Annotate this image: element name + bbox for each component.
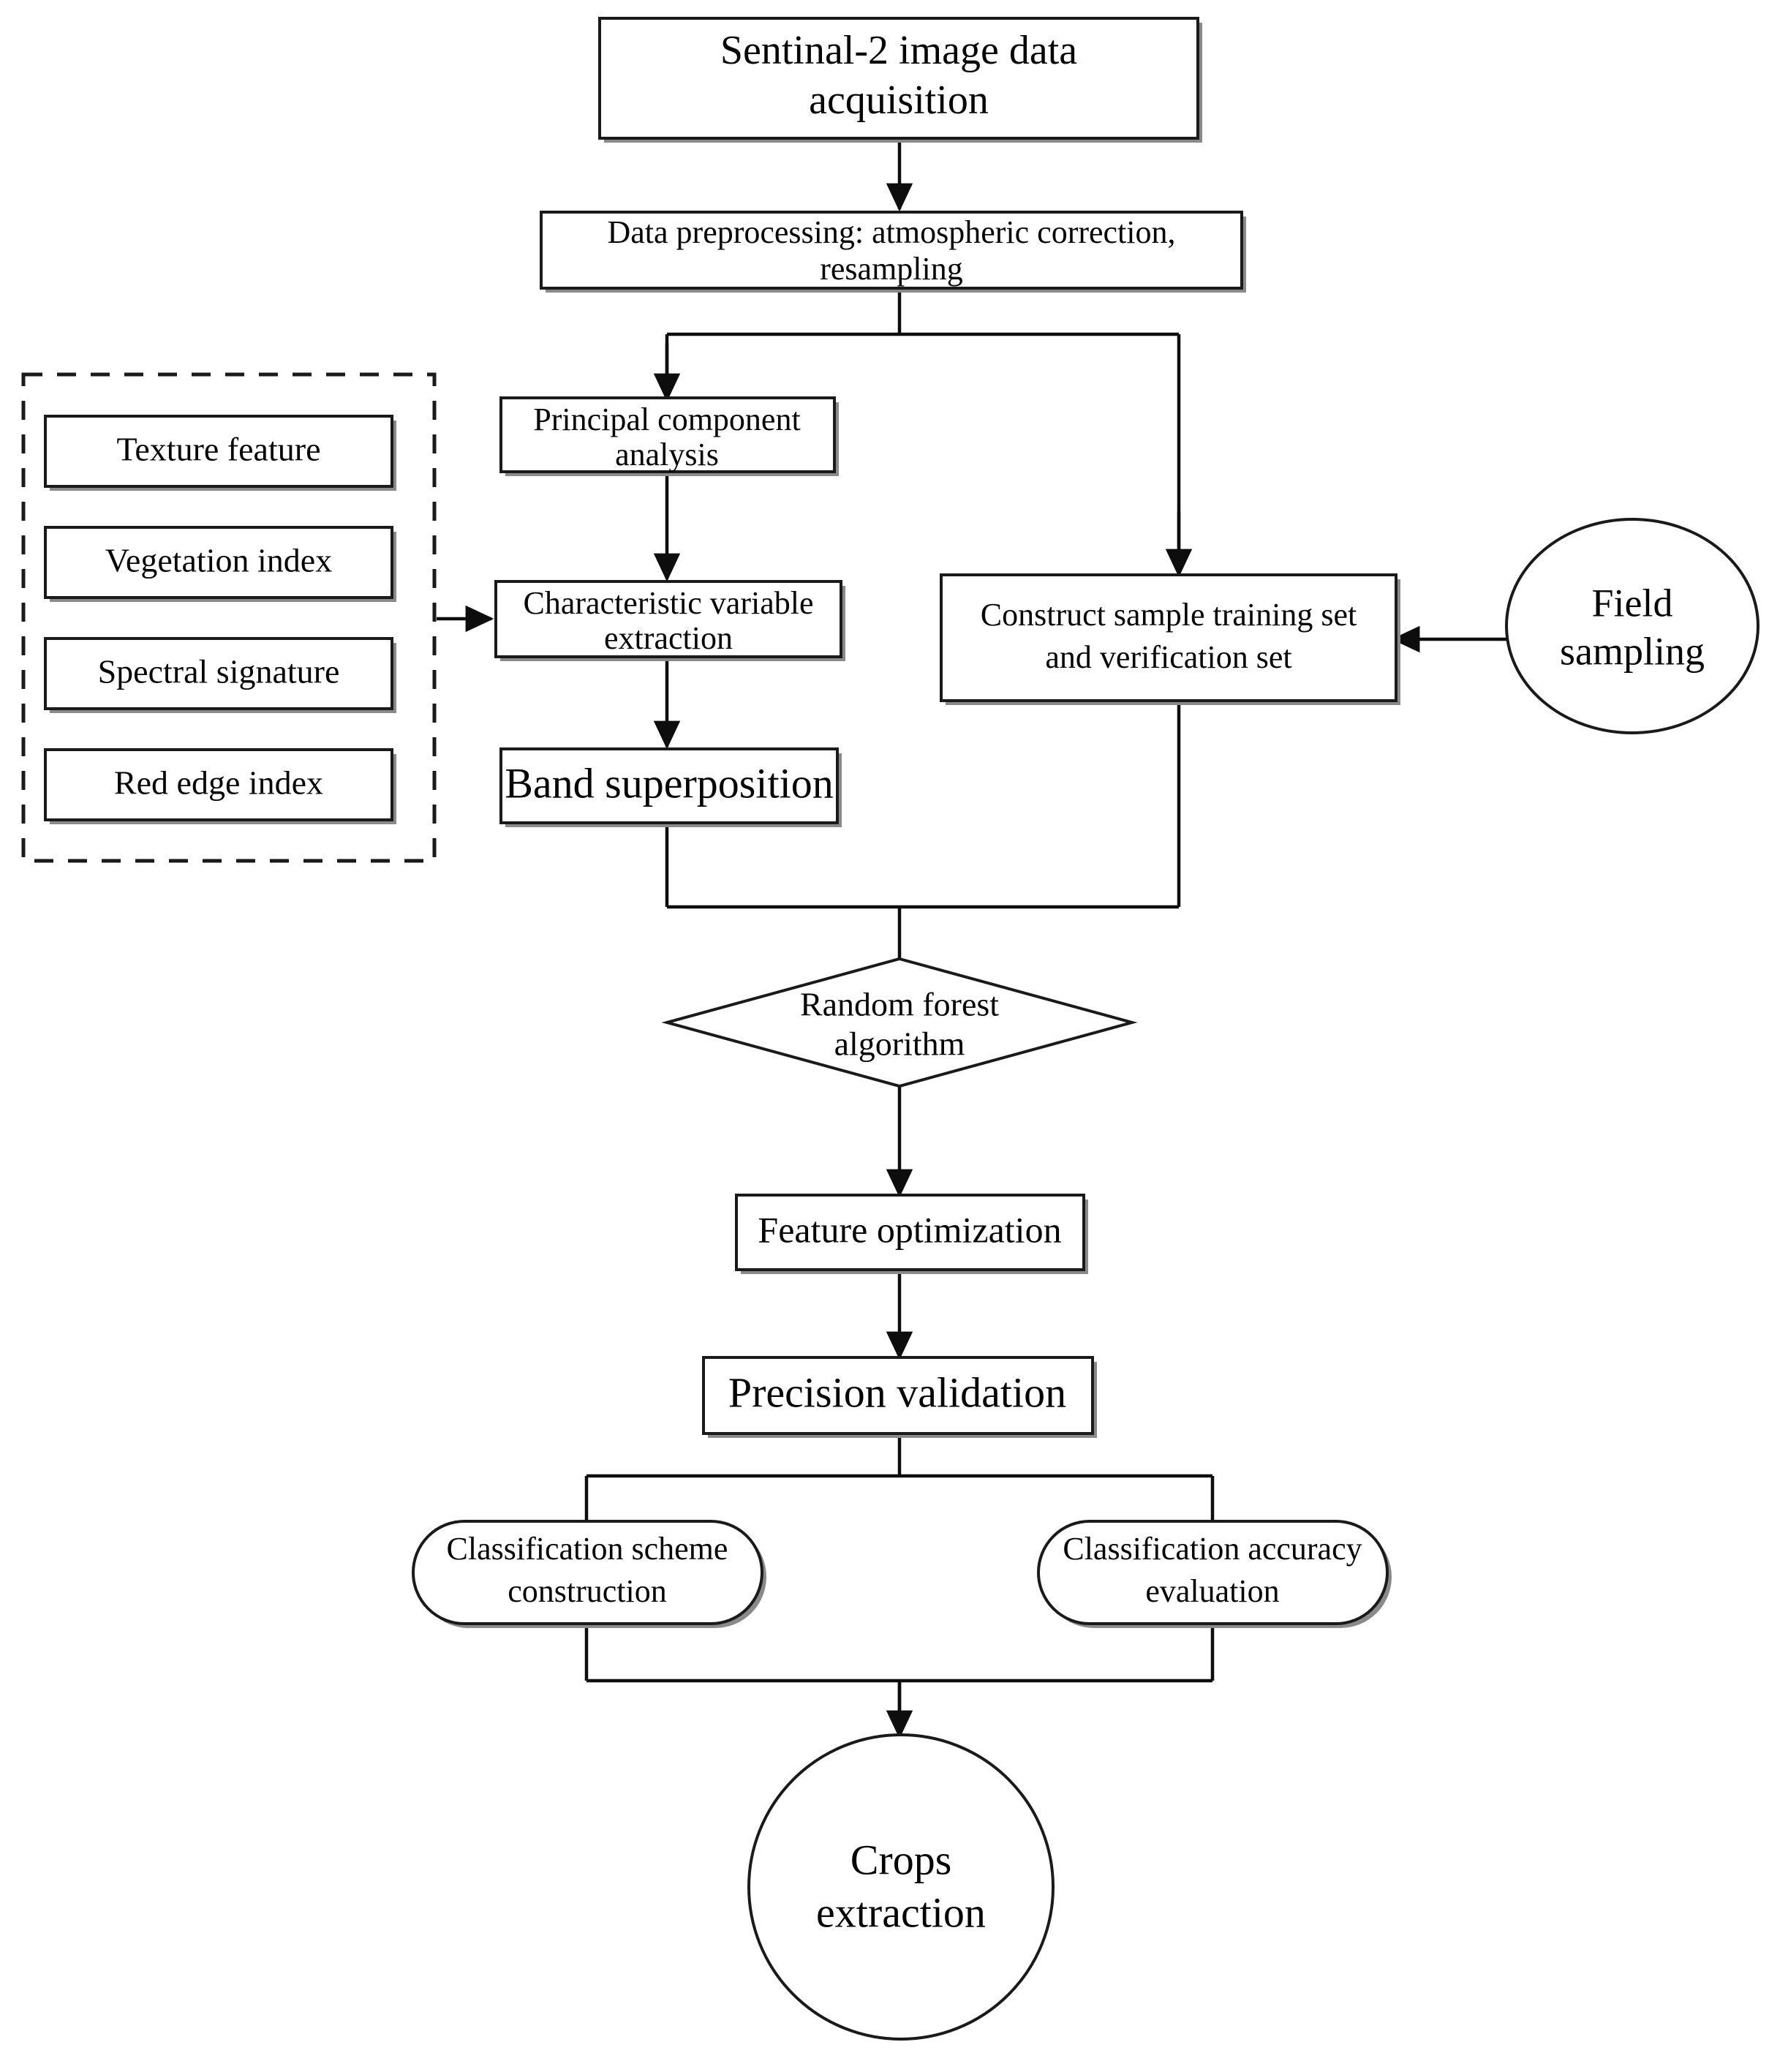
feature-item-vegetation-index[interactable]: Vegetation index [44,526,396,602]
pca-label-line1: Principal component [533,402,800,437]
feature-group-container [21,372,437,863]
node-precision-validation[interactable]: Precision validation [702,1356,1097,1438]
node-field-sampling[interactable]: Field sampling [1505,518,1759,734]
accuracy-evaluation-label-line1: Classification accuracy [1063,1531,1362,1567]
node-pca[interactable]: Principal component analysis [499,396,839,476]
node-crops-extraction[interactable]: Crops extraction [747,1733,1055,2041]
node-random-forest[interactable]: Random forest algorithm [661,957,1138,1088]
edge-precision-split-bus [584,1434,1215,1521]
band-superposition-label: Band superposition [505,759,833,807]
random-forest-label-line2: algorithm [834,1025,965,1063]
spectral-signature-label: Spectral signature [98,653,340,690]
edge-merge-bus-to-random-forest [665,705,1181,959]
acquisition-label-line2: acquisition [809,78,989,123]
node-preprocessing[interactable]: Data preprocessing: atmospheric correcti… [540,211,1246,293]
crops-extraction-label-line1: Crops [850,1836,952,1883]
preprocessing-label-line1: Data preprocessing: atmospheric correcti… [607,214,1175,250]
feature-optimization-label: Feature optimization [758,1209,1061,1250]
node-acquisition[interactable]: Sentinal-2 image data acquisition [598,17,1202,143]
accuracy-evaluation-label-line2: evaluation [1145,1573,1279,1609]
char-extraction-label-line1: Characteristic variable [523,585,813,621]
field-sampling-label-line2: sampling [1560,629,1705,673]
field-sampling-label-line1: Field [1591,581,1672,625]
red-edge-index-label: Red edge index [114,764,323,802]
random-forest-label-line1: Random forest [800,986,999,1023]
edge-branches-merge-bus [584,1624,1215,1733]
acquisition-label-line1: Sentinal-2 image data [720,28,1077,73]
texture-feature-label: Texture feature [117,431,321,468]
char-extraction-label-line2: extraction [604,620,733,656]
node-scheme-construction[interactable]: Classification scheme construction [412,1520,766,1628]
node-band-superposition[interactable]: Band superposition [499,747,842,827]
edge-preprocessing-split-bus [665,290,1181,570]
precision-validation-label: Precision validation [728,1368,1066,1416]
construct-sets-label-line1: Construct sample training set [981,597,1357,633]
node-feature-optimization[interactable]: Feature optimization [735,1194,1088,1274]
feature-item-spectral-signature[interactable]: Spectral signature [44,637,396,713]
node-construct-sets[interactable]: Construct sample training set and verifi… [940,573,1400,705]
node-char-extraction[interactable]: Characteristic variable extraction [494,580,845,661]
vegetation-index-label: Vegetation index [105,542,332,579]
crops-extraction-label-line2: extraction [816,1888,986,1936]
preprocessing-label-line2: resampling [820,251,963,287]
node-accuracy-evaluation[interactable]: Classification accuracy evaluation [1037,1520,1392,1628]
feature-item-texture-feature[interactable]: Texture feature [44,415,396,491]
scheme-construction-label-line1: Classification scheme [447,1531,728,1567]
construct-sets-label-line2: and verification set [1045,639,1291,675]
scheme-construction-label-line2: construction [508,1573,667,1609]
pca-label-line2: analysis [615,437,719,472]
feature-item-red-edge-index[interactable]: Red edge index [44,748,396,824]
